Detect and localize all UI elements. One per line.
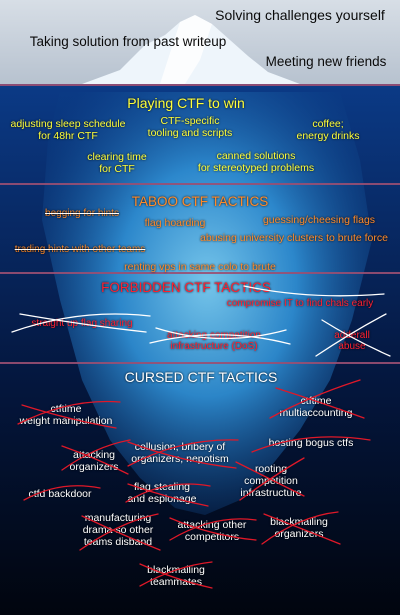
divider-surface xyxy=(0,84,400,86)
tier4-hosting: hosting bogus ctfs xyxy=(268,437,354,449)
tier1-title: Playing CTF to win xyxy=(127,95,245,111)
tier3-flag-sharing: straight up flag sharing xyxy=(31,318,133,329)
top-solving-challenges: Solving challenges yourself xyxy=(215,7,385,23)
tier2-renting: renting vps in same colo to brute xyxy=(124,261,276,273)
tier2-guessing: guessing/cheesing flags xyxy=(262,214,376,226)
top-taking-solution: Taking solution from past writeup xyxy=(29,34,227,49)
divider-cursed xyxy=(0,362,400,364)
top-meeting-friends: Meeting new friends xyxy=(265,54,387,69)
tier2-hoarding: flag hoarding xyxy=(144,217,206,229)
tier2-abusing: abusing university clusters to brute for… xyxy=(200,232,388,244)
tier2-trading: trading hints with other teams xyxy=(14,244,146,255)
tier3-title: FORBIDDEN CTF TACTICS xyxy=(101,280,271,295)
tier4-backdoor: ctfd backdoor xyxy=(28,488,92,500)
tier2-title: TABOO CTF TACTICS xyxy=(131,194,269,209)
divider-taboo xyxy=(0,183,400,185)
tier2-begging: begging for hints xyxy=(45,208,119,219)
divider-forbidden xyxy=(0,272,400,274)
tier1-coffee: coffee;energy drinks xyxy=(296,118,360,142)
tier3-compromise: compromise IT to find chals early xyxy=(226,298,374,309)
tier4-title: CURSED CTF TACTICS xyxy=(124,369,278,385)
